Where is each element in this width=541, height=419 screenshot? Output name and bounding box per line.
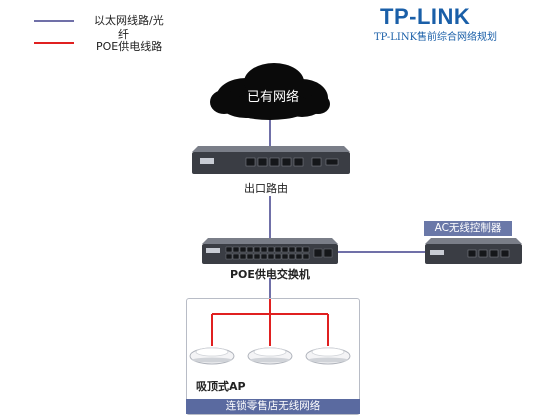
ac-controller-icon xyxy=(425,238,522,264)
ap-icon-3 xyxy=(305,347,351,365)
router-label: 出口路由 xyxy=(244,182,288,195)
ap-label: 吸顶式AP xyxy=(196,380,246,393)
cloud-label: 已有网络 xyxy=(246,90,299,105)
legend-ethernet-label-wrap: 纤 xyxy=(118,28,129,41)
ap-icon-2 xyxy=(247,347,293,365)
router-icon xyxy=(192,146,350,174)
legend-poe-label: POE供电线路 xyxy=(96,40,163,53)
brand-logo: TP-LINK xyxy=(380,4,471,29)
ap-icon-1 xyxy=(189,347,235,365)
cloud-icon xyxy=(210,63,330,120)
page-subtitle: TP-LINK售前综合网络规划 xyxy=(374,32,498,43)
poe-switch-label: POE供电交换机 xyxy=(230,268,310,281)
ap-group-footer: 连锁零售店无线网络 xyxy=(186,399,360,414)
ac-controller-label: AC无线控制器 xyxy=(424,221,512,236)
poe-switch-icon xyxy=(202,238,338,264)
legend-ethernet-label: 以太网线路/光 xyxy=(94,14,164,27)
